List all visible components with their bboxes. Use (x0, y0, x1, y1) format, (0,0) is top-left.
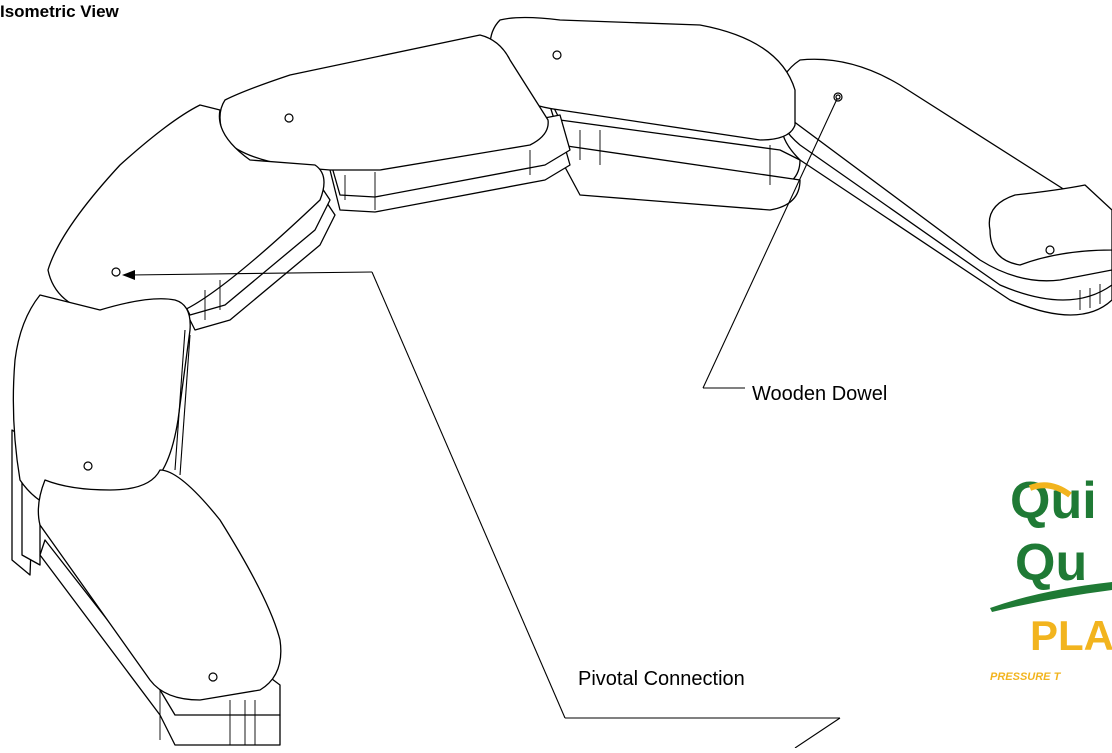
pivot-callout-label: Pivotal Connection (578, 668, 745, 690)
logo-line-1: Qui (1010, 472, 1097, 530)
segment-e (779, 58, 1112, 316)
view-title: Isometric View (0, 2, 119, 21)
brand-logo: Qui Qu PLA PRESSURE T (990, 472, 1112, 683)
logo-tagline: PRESSURE T (990, 671, 1062, 683)
dowel-leader (702, 98, 838, 389)
segment-b (47, 104, 336, 331)
logo-line-3: PLA (1030, 612, 1112, 659)
segment-d (489, 16, 801, 211)
segment-c (219, 34, 571, 213)
pivot-leader (122, 270, 841, 749)
dowel-callout-label: Wooden Dowel (752, 383, 888, 405)
segment-a2 (37, 469, 282, 746)
segment-a1 (11, 294, 191, 576)
logo-line-2: Qu (1015, 534, 1087, 592)
